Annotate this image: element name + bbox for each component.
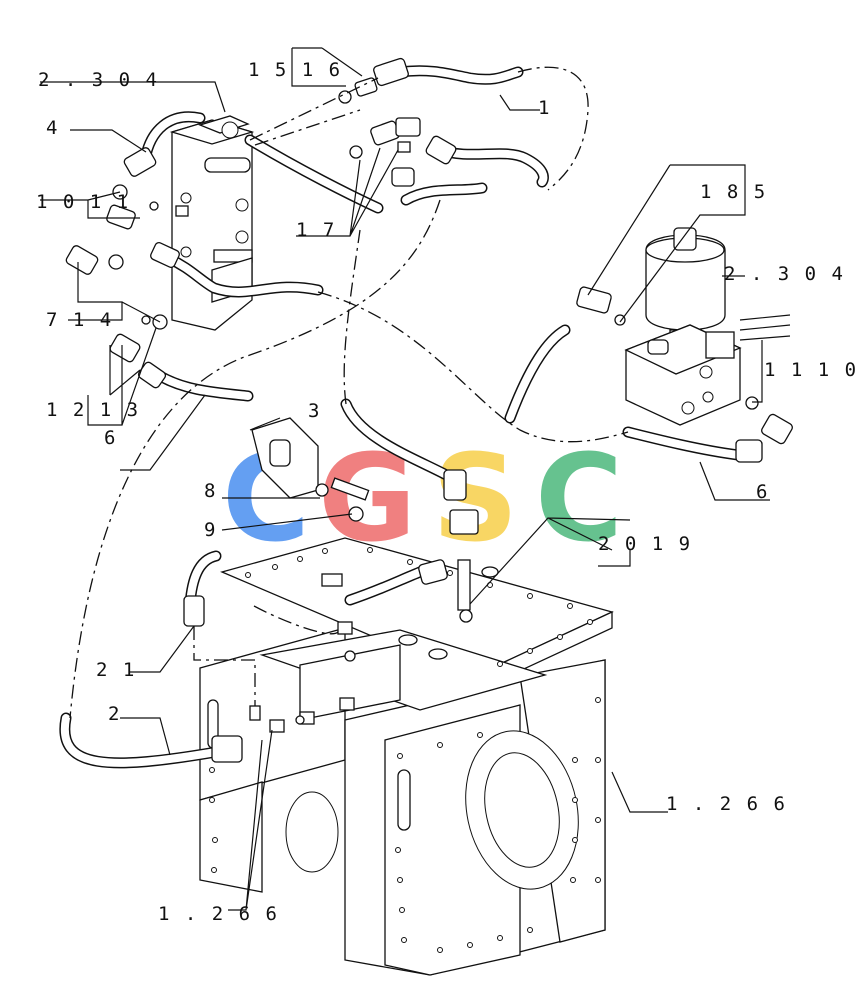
callout-3: 3	[308, 400, 321, 422]
hose-group-bottom-left	[59, 550, 243, 769]
callout-1266-right: 1 . 2 6 6	[666, 793, 787, 815]
callout-4: 4	[46, 117, 59, 139]
callout-20-19: 2 0 1 9	[598, 533, 692, 555]
callout-11-10: 1 1 1 0	[764, 359, 858, 381]
callout-1266-bottom: 1 . 2 6 6	[158, 903, 279, 925]
callout-7-14: 7 1 4	[46, 309, 113, 331]
leader-lines	[40, 47, 770, 911]
callout-15-16: 1 5 1 6	[248, 59, 342, 81]
callout-8: 8	[204, 480, 217, 502]
callout-18-5: 1 8 5	[700, 181, 767, 203]
callout-2: 2	[108, 703, 121, 725]
hose-group-right	[504, 324, 793, 463]
accumulator-valve-right	[576, 227, 791, 426]
callout-1: 1	[538, 97, 551, 119]
valve-block-left	[169, 115, 255, 331]
center-hose-and-bracket	[251, 398, 479, 623]
callout-2304-top: 2 . 3 0 4	[38, 69, 159, 91]
fittings-left	[65, 147, 180, 389]
callout-10-11: 1 0 1 1	[36, 191, 130, 213]
callout-6-left: 6	[104, 427, 117, 449]
routing-lines	[69, 66, 629, 719]
callout-9: 9	[204, 519, 217, 541]
hose-group-top	[338, 57, 549, 206]
callout-21: 2 1	[96, 659, 136, 681]
callout-17: 1 7	[296, 219, 336, 241]
watermark-letter-c2: C	[535, 430, 623, 569]
callouts: 2 . 3 0 4 4 1 0 1 1 7 1 4 1 2 1 3 6 1 5 …	[36, 59, 858, 925]
callout-12-13: 1 2 1 3	[46, 399, 140, 421]
callout-6-right: 6	[756, 481, 769, 503]
callout-2304-right: 2 . 3 0 4	[724, 263, 845, 285]
